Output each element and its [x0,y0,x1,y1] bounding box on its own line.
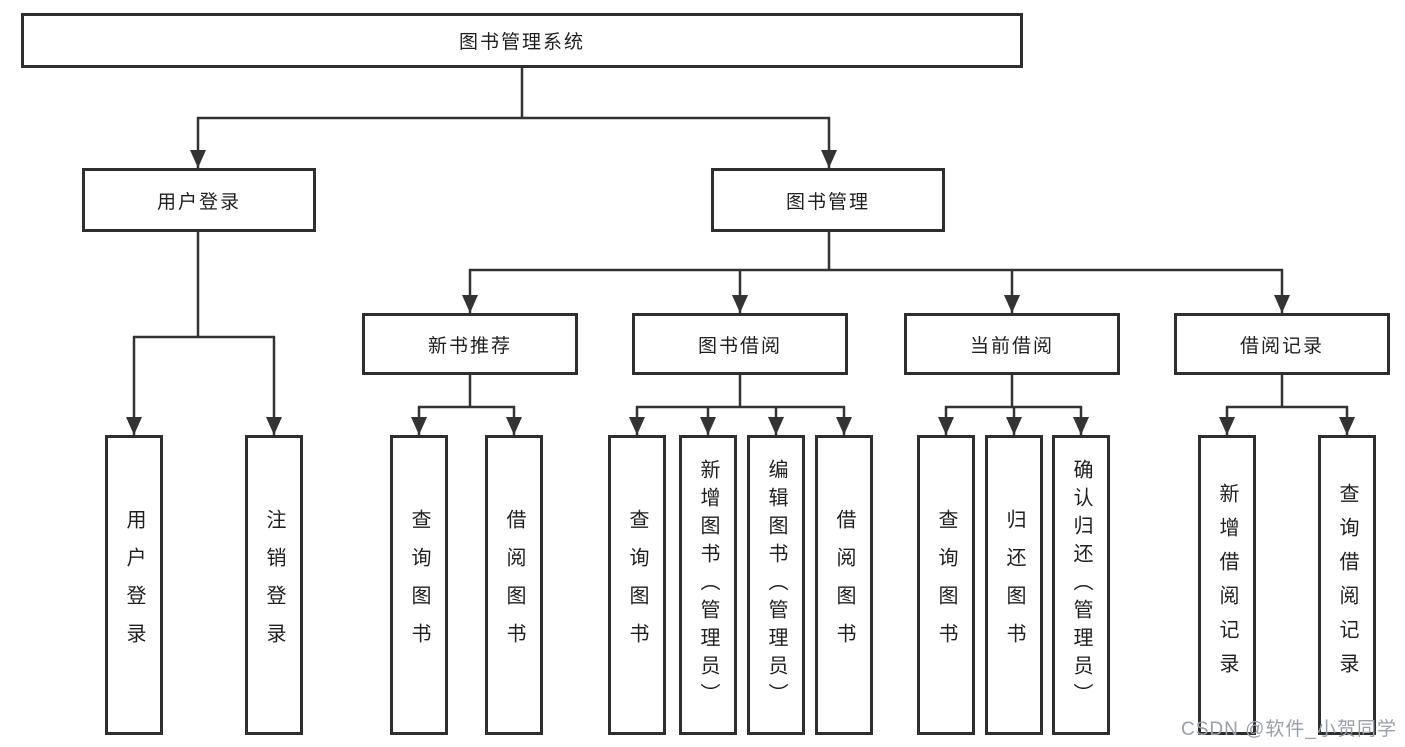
node-current-borrowing-label: 当前借阅 [969,335,1054,357]
node-borrowing-records: 借阅记录 [1174,313,1390,375]
leaf-recommend-query-books-label: 查询图书 [408,509,430,661]
node-new-book-recommend-label: 新书推荐 [427,335,512,357]
node-borrowing-records-label: 借阅记录 [1239,335,1324,357]
leaf-add-books-admin: 新增图书（管理员） [679,435,737,735]
leaf-logout-login-label: 注销登录 [263,509,285,661]
leaf-user-login-label: 用户登录 [123,509,145,661]
node-root: 图书管理系统 [21,13,1023,68]
leaf-borrowing-borrow-books: 借阅图书 [815,435,873,735]
node-root-label: 图书管理系统 [458,32,585,53]
node-new-book-recommend: 新书推荐 [362,313,578,375]
leaf-query-borrow-record-label: 查询借阅记录 [1336,483,1358,687]
leaf-add-borrow-record-label: 新增借阅记录 [1216,483,1238,687]
leaf-user-login: 用户登录 [105,435,163,735]
node-user-login-label: 用户登录 [156,191,241,213]
node-book-management: 图书管理 [711,168,945,232]
leaf-add-borrow-record: 新增借阅记录 [1198,435,1256,735]
leaf-confirm-return-admin: 确认归还（管理员） [1052,435,1110,735]
leaf-recommend-borrow-books-label: 借阅图书 [503,509,525,661]
leaf-recommend-borrow-books: 借阅图书 [485,435,543,735]
leaf-current-query-books: 查询图书 [917,435,975,735]
leaf-edit-books-admin-label: 编辑图书（管理员） [765,459,787,711]
leaf-current-query-books-label: 查询图书 [935,509,957,661]
leaf-query-borrow-record: 查询借阅记录 [1318,435,1376,735]
node-book-borrowing: 图书借阅 [632,313,848,375]
csdn-watermark: CSDN @软件_小贺同学 [1181,719,1397,740]
leaf-recommend-query-books: 查询图书 [390,435,448,735]
leaf-return-books-label: 归还图书 [1003,509,1025,661]
leaf-borrowing-borrow-books-label: 借阅图书 [833,509,855,661]
leaf-logout-login: 注销登录 [245,435,303,735]
node-current-borrowing: 当前借阅 [904,313,1120,375]
leaf-return-books: 归还图书 [985,435,1043,735]
leaf-edit-books-admin: 编辑图书（管理员） [747,435,805,735]
node-book-management-label: 图书管理 [785,191,870,213]
node-user-login: 用户登录 [82,168,316,232]
leaf-borrowing-query-books: 查询图书 [608,435,666,735]
leaf-confirm-return-admin-label: 确认归还（管理员） [1070,459,1092,711]
node-book-borrowing-label: 图书借阅 [697,335,782,357]
leaf-borrowing-query-books-label: 查询图书 [626,509,648,661]
leaf-add-books-admin-label: 新增图书（管理员） [697,459,719,711]
